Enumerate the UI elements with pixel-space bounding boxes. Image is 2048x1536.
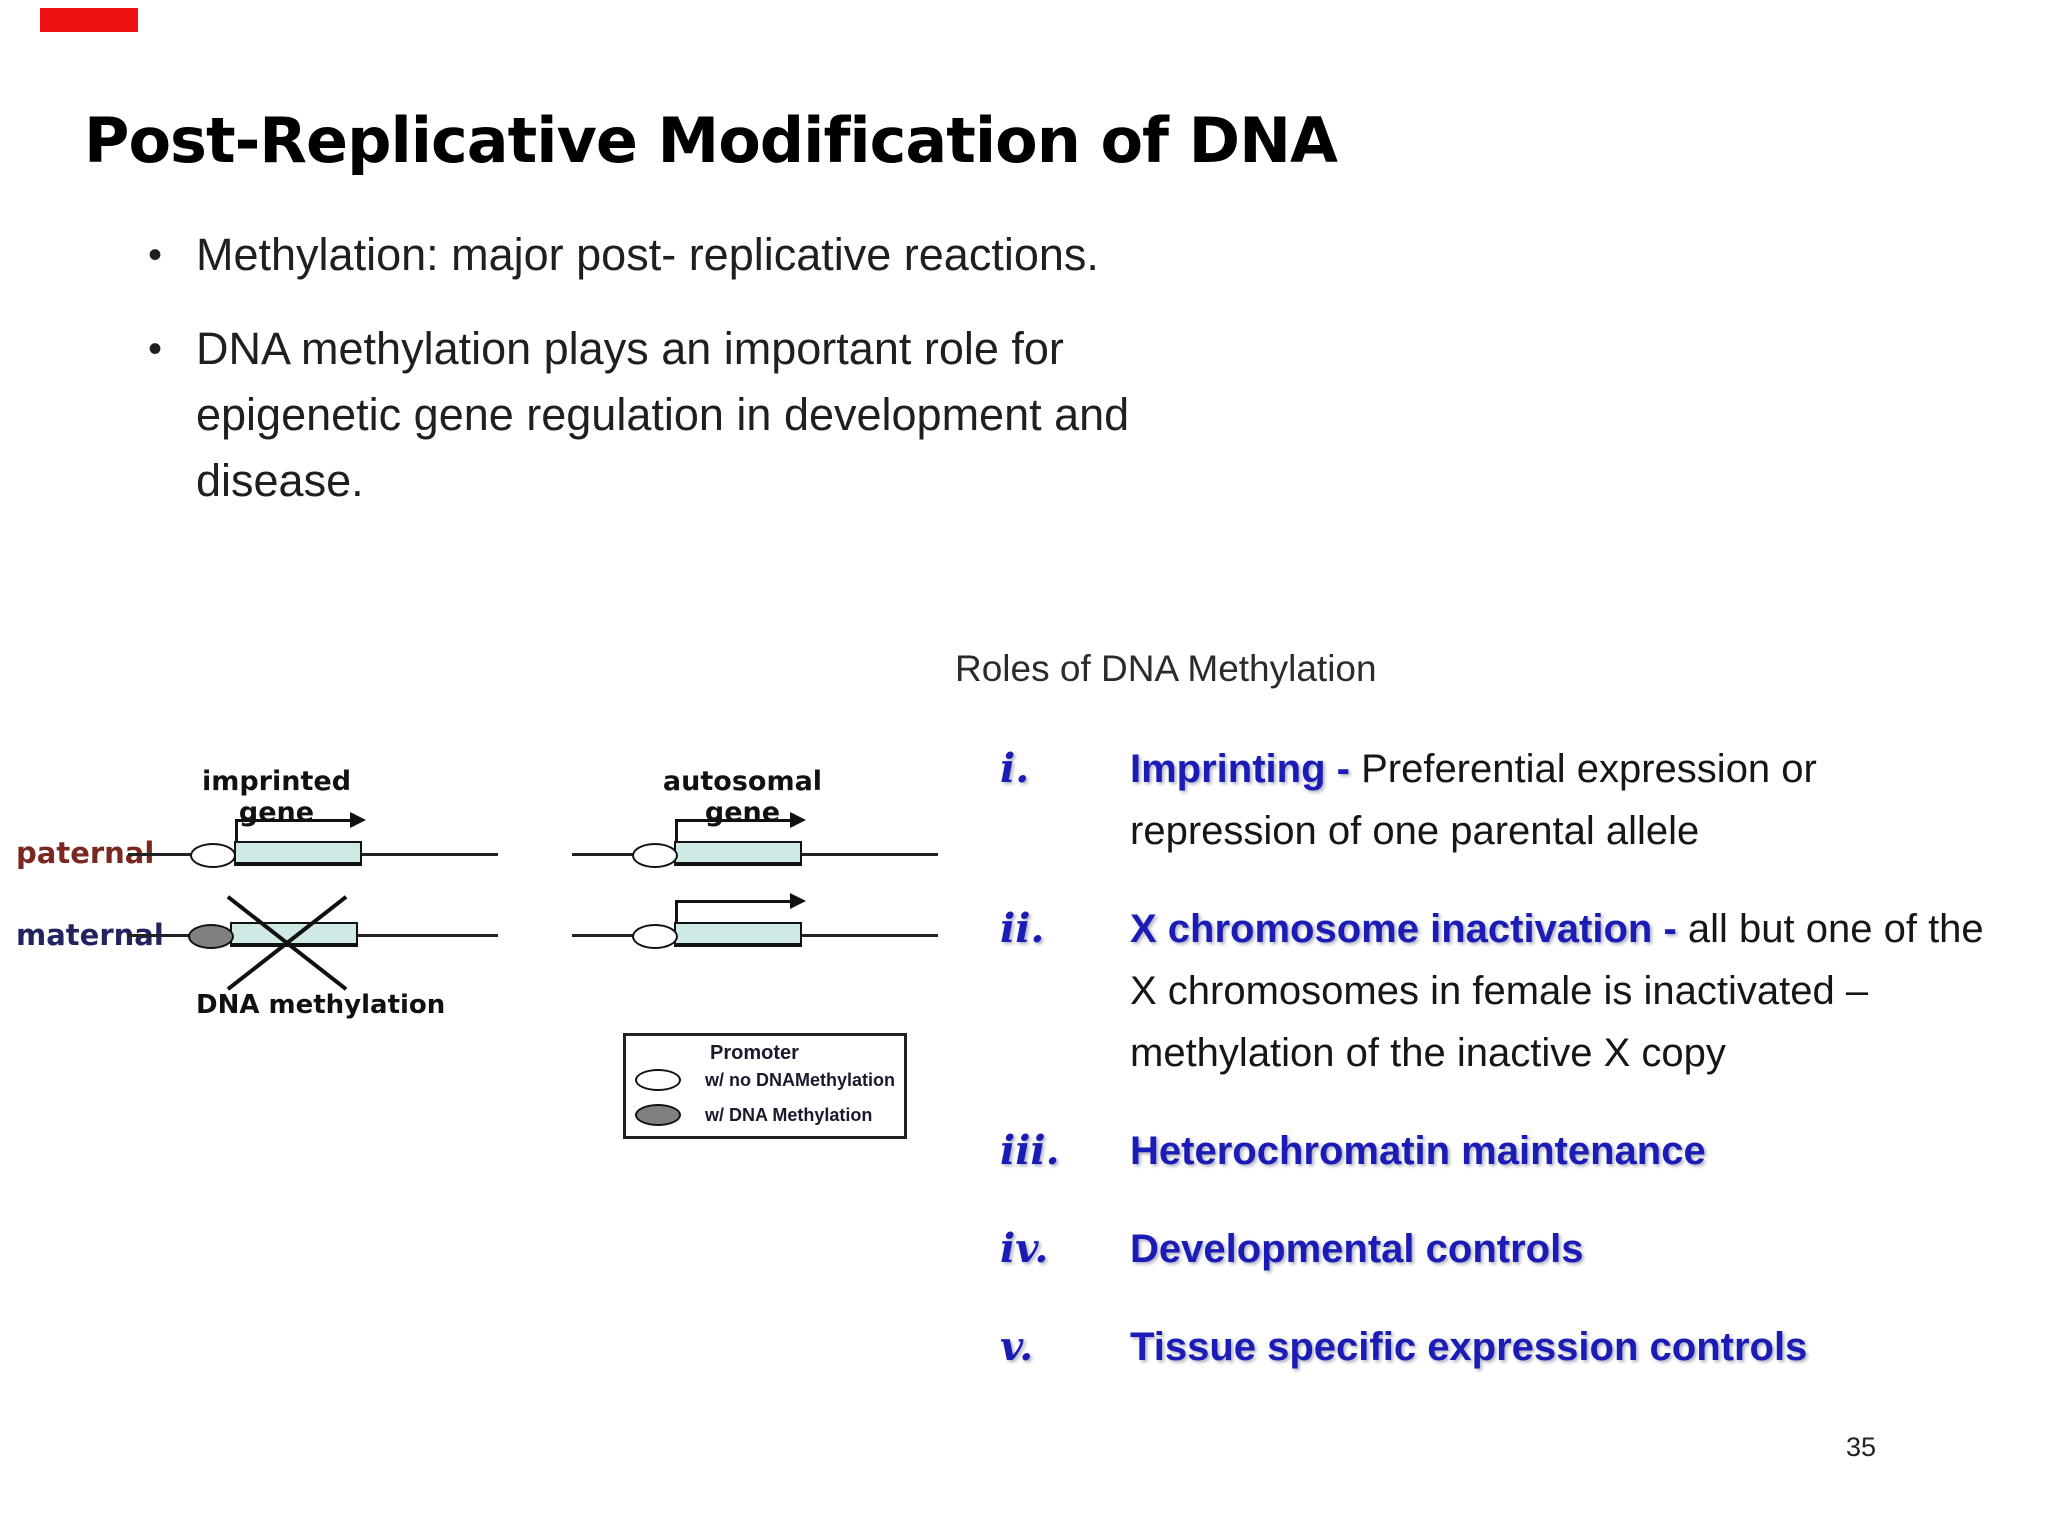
legend-label-methylation: w/ DNA Methylation — [705, 1104, 873, 1125]
role-numeral: v. — [1000, 1323, 1034, 1370]
page-number: 35 — [1846, 1432, 1877, 1462]
promoter-methylated-icon — [635, 1104, 681, 1126]
dna-methylation-label: DNA methylation — [196, 990, 446, 1020]
legend-label-no-methylation: w/ no DNAMethylation — [705, 1069, 895, 1090]
bullet-dot-icon: • — [148, 233, 163, 277]
role-title: Imprinting - — [1130, 747, 1362, 791]
role-numeral: i. — [1000, 745, 1030, 792]
promoter-unmethylated-icon — [632, 843, 678, 868]
transcription-arrow — [675, 900, 793, 903]
transcription-arrow — [675, 901, 678, 924]
promoter-unmethylated-icon — [632, 924, 678, 949]
red-accent-bar — [40, 8, 138, 32]
bullet-text: Methylation: major post- replicative rea… — [196, 229, 1099, 280]
bullet-list: • Methylation: major post- replicative r… — [148, 222, 1328, 543]
role-item-imprinting: i. Imprinting - Preferential expression o… — [1000, 738, 2000, 862]
transcription-arrow — [675, 819, 793, 822]
slide-title: Post-Replicative Modification of DNA — [84, 104, 1338, 177]
bullet-item: • DNA methylation plays an important rol… — [148, 316, 1328, 514]
roles-heading: Roles of DNA Methylation — [955, 648, 1377, 689]
transcription-arrow — [675, 820, 678, 843]
bullet-dot-icon: • — [148, 327, 163, 372]
role-numeral: iv. — [1000, 1225, 1049, 1272]
role-title: Tissue specific expression controls — [1130, 1325, 1808, 1369]
transcription-arrowhead-icon — [350, 812, 366, 828]
transcription-arrow — [235, 819, 353, 822]
bullet-text: DNA methylation plays an important role … — [196, 323, 1130, 507]
role-numeral: iii. — [1000, 1127, 1060, 1174]
role-item-heterochromatin: iii. Heterochromatin maintenance — [1000, 1120, 2000, 1182]
roles-list: i. Imprinting - Preferential expression o… — [1000, 738, 2000, 1414]
transcription-arrowhead-icon — [790, 893, 806, 909]
role-item-developmental: iv. Developmental controls — [1000, 1218, 2000, 1280]
role-numeral: ii. — [1000, 905, 1045, 952]
role-title: X chromosome inactivation - — [1130, 907, 1688, 951]
role-title: Heterochromatin maintenance — [1130, 1129, 1706, 1173]
transcription-arrow — [235, 820, 238, 843]
gene-box — [234, 841, 362, 866]
role-desc: all but one of the X chromosomes in fema… — [1130, 907, 1984, 1075]
column-header-autosomal-gene: autosomal gene — [662, 766, 823, 828]
promoter-unmethylated-icon — [635, 1069, 681, 1091]
column-header-imprinted-gene: imprinted gene — [201, 766, 352, 828]
bullet-item: • Methylation: major post- replicative r… — [148, 222, 1328, 288]
role-desc: Preferential expression or repression of… — [1130, 747, 1817, 853]
legend-title: Promoter — [710, 1042, 799, 1064]
role-item-x-inactivation: ii. X chromosome inactivation - all but o… — [1000, 898, 2000, 1084]
promoter-methylated-icon — [188, 924, 234, 949]
promoter-unmethylated-icon — [190, 843, 236, 868]
diagram-legend: Promoter w/ no DNAMethylation w/ DNA Met… — [623, 1033, 907, 1139]
gene-box — [674, 841, 802, 866]
role-title: Developmental controls — [1130, 1227, 1584, 1271]
transcription-arrowhead-icon — [790, 812, 806, 828]
role-item-tissue-specific: v. Tissue specific expression controls — [1000, 1316, 2000, 1378]
gene-box — [674, 922, 802, 947]
